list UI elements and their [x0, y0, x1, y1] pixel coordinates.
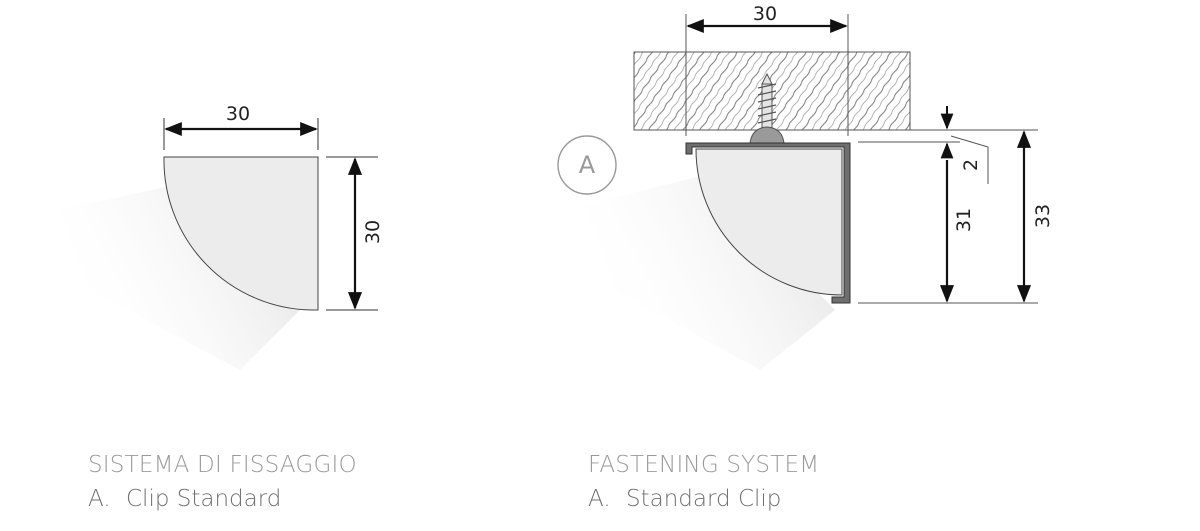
detail-marker-label: A [579, 151, 596, 179]
caption-italian-subtitle: A. Clip Standard [88, 482, 357, 516]
left-profile-view: 30 30 [60, 103, 384, 370]
gap-label: 2 [960, 159, 982, 171]
clip-frame [685, 142, 851, 304]
caption-english-heading: FASTENING SYSTEM [588, 452, 820, 478]
right-width-label: 30 [753, 3, 777, 25]
caption-english-letter: A. [588, 486, 611, 512]
caption-english-subtitle: A. Standard Clip [588, 482, 819, 516]
total-height-label: 33 [1032, 204, 1054, 228]
caption-italian-label: Clip Standard [126, 486, 282, 512]
caption-english-label: Standard Clip [626, 486, 782, 512]
profile-height-label: 31 [953, 208, 975, 232]
caption-italian-heading: SISTEMA DI FISSAGGIO [88, 452, 357, 478]
screw-icon [749, 72, 785, 144]
right-profile-shape [695, 148, 843, 296]
left-light-glow [60, 185, 300, 370]
left-profile-shape [163, 156, 319, 311]
caption-italian-letter: A. [88, 486, 111, 512]
left-height-label: 30 [362, 220, 384, 244]
gap-leader-line [950, 135, 989, 184]
left-width-label: 30 [226, 103, 250, 125]
caption-italian: SISTEMA DI FISSAGGIO A. Clip Standard [88, 448, 357, 516]
caption-english: FASTENING SYSTEM A. Standard Clip [588, 448, 819, 516]
right-light-glow [585, 175, 835, 370]
detail-marker-circle [557, 135, 617, 195]
right-assembly-view: 30 A 2 31 33 [557, 3, 1054, 370]
